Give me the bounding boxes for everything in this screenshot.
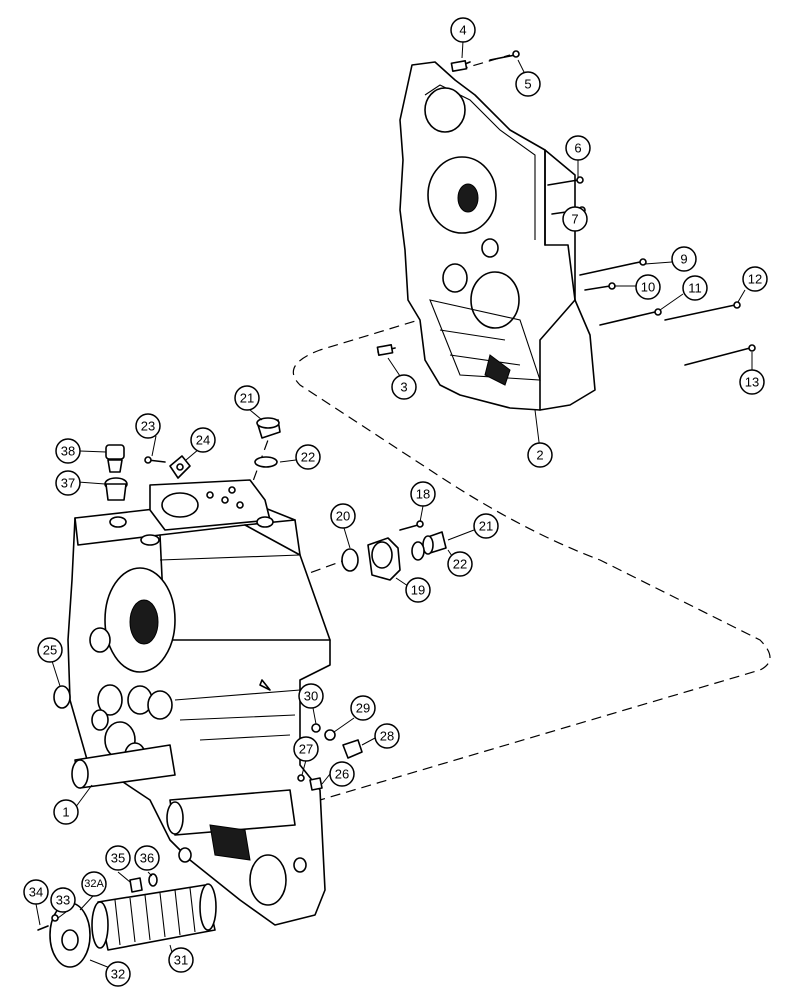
svg-text:5: 5 (524, 77, 531, 92)
svg-text:4: 4 (459, 23, 466, 38)
main-transmission-housing (67, 479, 331, 926)
callout-37: 37 (55, 470, 81, 496)
callout-36: 36 (134, 845, 160, 871)
svg-text:13: 13 (745, 375, 759, 390)
callout-33: 33 (50, 887, 76, 913)
callout-21-top: 21 (234, 385, 260, 411)
svg-text:28: 28 (380, 729, 394, 744)
callout-18: 18 (410, 481, 436, 507)
callout-bubbles: 1 2 3 4 5 6 7 9 10 11 12 13 18 19 20 21 … (23, 17, 768, 987)
callout-9: 9 (671, 246, 697, 272)
callout-1: 1 (53, 799, 79, 825)
svg-text:20: 20 (336, 509, 350, 524)
svg-text:18: 18 (416, 487, 430, 502)
svg-text:2: 2 (536, 448, 543, 463)
callout-19: 19 (405, 577, 431, 603)
svg-text:9: 9 (680, 252, 687, 267)
rear-housing-plate (399, 61, 596, 411)
callout-21-right: 21 (473, 513, 499, 539)
loose-parts (37, 417, 447, 968)
svg-text:30: 30 (304, 689, 318, 704)
svg-text:24: 24 (196, 433, 210, 448)
callout-20: 20 (330, 503, 356, 529)
callout-30: 30 (298, 683, 324, 709)
callout-35: 35 (105, 845, 131, 871)
callout-29: 29 (350, 695, 376, 721)
svg-text:7: 7 (571, 212, 578, 227)
callout-10: 10 (635, 274, 661, 300)
svg-text:3: 3 (400, 380, 407, 395)
svg-text:22: 22 (453, 557, 467, 572)
svg-text:36: 36 (140, 851, 154, 866)
callout-23: 23 (135, 413, 161, 439)
svg-text:21: 21 (240, 391, 254, 406)
svg-text:31: 31 (174, 953, 188, 968)
svg-text:6: 6 (574, 141, 581, 156)
callout-22-right: 22 (447, 551, 473, 577)
callout-26: 26 (329, 761, 355, 787)
svg-text:29: 29 (356, 701, 370, 716)
svg-text:10: 10 (641, 280, 655, 295)
callout-13: 13 (739, 369, 765, 395)
callout-25: 25 (37, 637, 63, 663)
svg-text:32A: 32A (84, 878, 104, 890)
callout-28: 28 (374, 723, 400, 749)
callout-2: 2 (527, 442, 553, 468)
callout-31: 31 (168, 947, 194, 973)
svg-text:11: 11 (688, 281, 702, 296)
callout-4: 4 (450, 17, 476, 43)
svg-text:21: 21 (479, 519, 493, 534)
svg-text:27: 27 (299, 742, 313, 757)
leader-lines (35, 40, 753, 969)
svg-text:1: 1 (62, 805, 69, 820)
callout-32: 32 (105, 961, 131, 987)
svg-text:23: 23 (141, 419, 155, 434)
svg-text:34: 34 (29, 885, 43, 900)
svg-text:19: 19 (411, 583, 425, 598)
callout-32a: 32A (81, 871, 107, 897)
callout-27: 27 (293, 736, 319, 762)
svg-text:22: 22 (301, 450, 315, 465)
callout-22-top: 22 (295, 444, 321, 470)
callout-3: 3 (391, 374, 417, 400)
svg-text:12: 12 (748, 272, 762, 287)
svg-text:26: 26 (335, 767, 349, 782)
svg-text:35: 35 (111, 851, 125, 866)
callout-6: 6 (565, 135, 591, 161)
bolts-rear-housing (376, 50, 756, 366)
svg-text:32: 32 (111, 967, 125, 982)
callout-12: 12 (742, 266, 768, 292)
callout-38: 38 (55, 438, 81, 464)
callout-11: 11 (682, 275, 708, 301)
svg-text:38: 38 (61, 444, 75, 459)
callout-7: 7 (562, 206, 588, 232)
svg-text:25: 25 (43, 643, 57, 658)
callout-5: 5 (515, 71, 541, 97)
svg-text:37: 37 (61, 476, 75, 491)
callout-24: 24 (190, 427, 216, 453)
svg-text:33: 33 (56, 893, 70, 908)
callout-34: 34 (23, 879, 49, 905)
